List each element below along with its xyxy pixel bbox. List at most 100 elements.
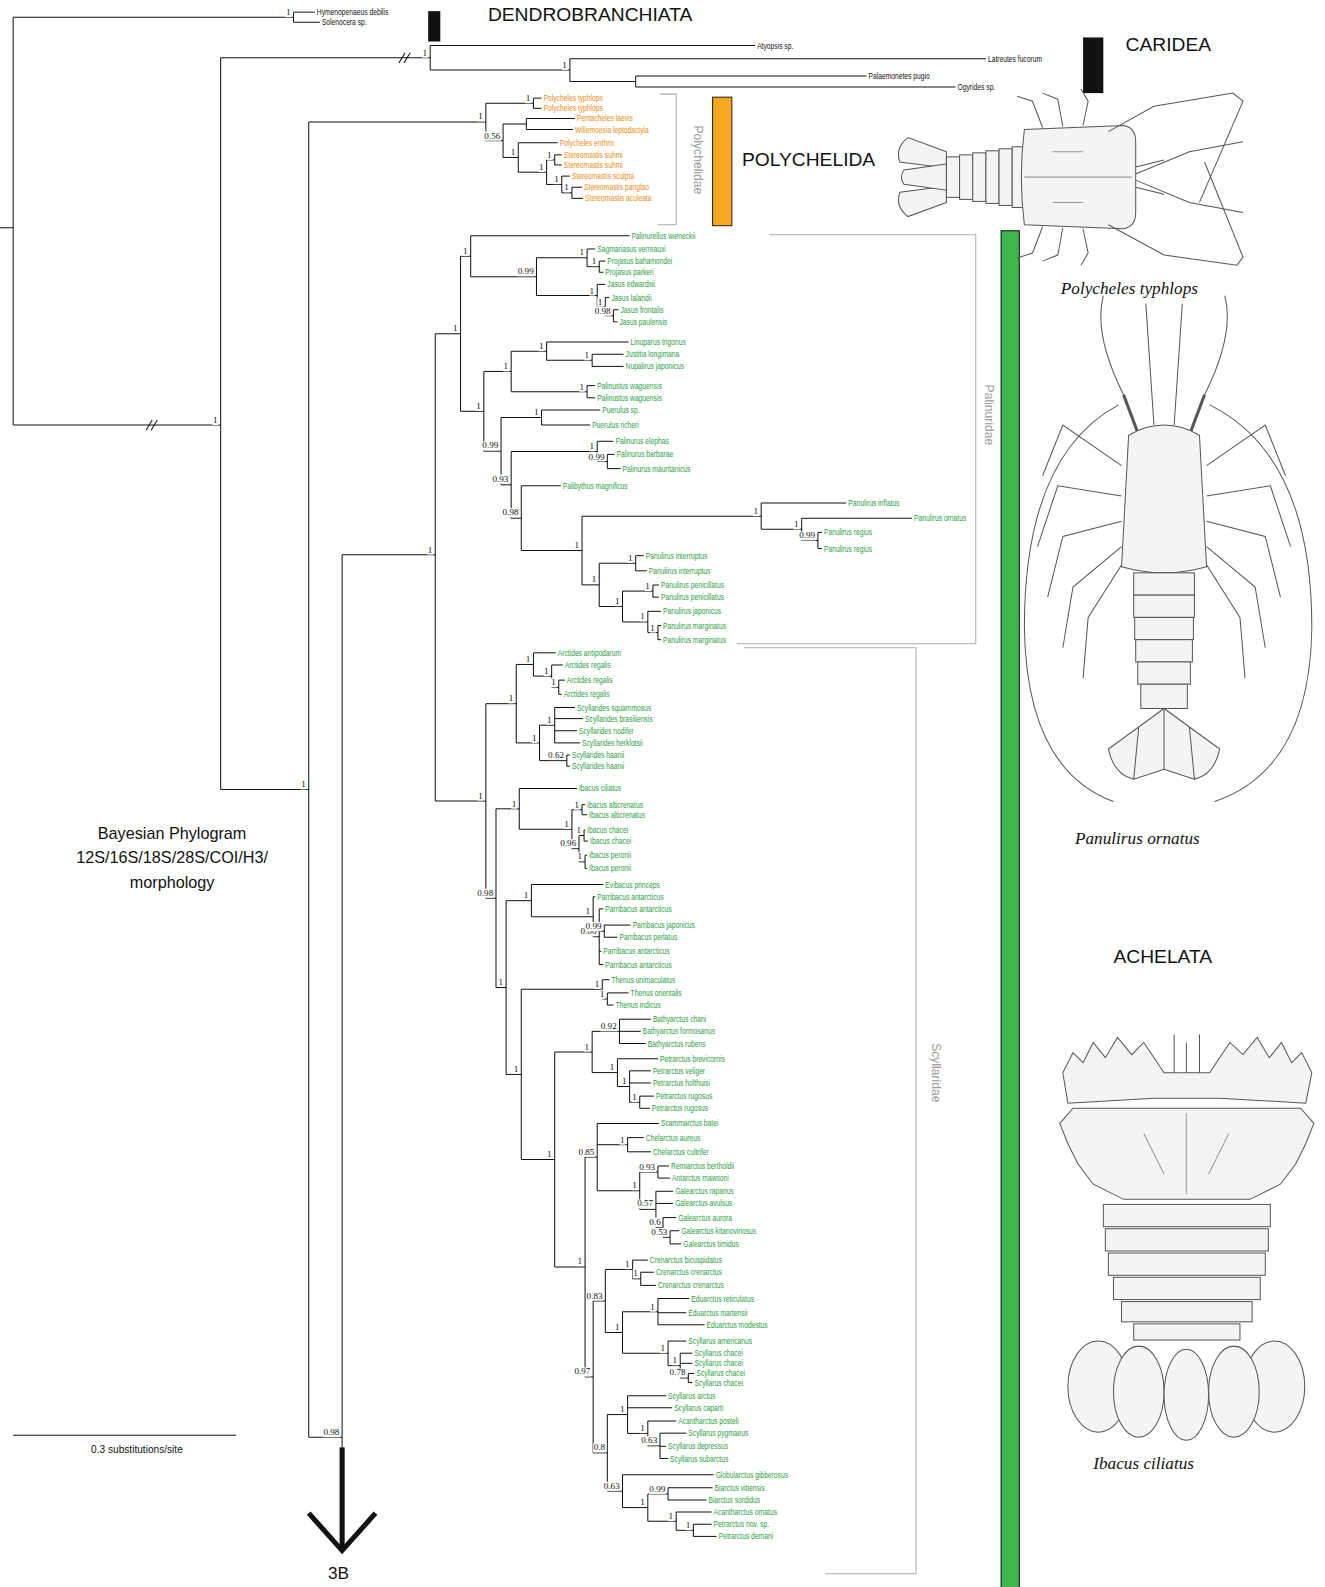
tree-branch: [506, 1074, 521, 1075]
tree-branch: [592, 1072, 617, 1073]
tree-branch: [693, 1536, 716, 1537]
tree-branch: [607, 1491, 622, 1492]
tree-branch: [593, 936, 599, 937]
taxon-label: Chelarctus cultrifer: [653, 1147, 709, 1156]
tree-branch: [571, 187, 572, 198]
tree-branch: [582, 814, 587, 815]
tree-branch: [555, 707, 575, 708]
taxon-label: Latreutes fucorum: [988, 54, 1042, 63]
tree-branch: [607, 993, 608, 1005]
support-value: 1: [563, 183, 570, 192]
tree-branch: [623, 1353, 669, 1354]
tree-branch: [597, 1123, 659, 1124]
tree-branch: [617, 1058, 657, 1059]
support-value: 1: [632, 1269, 639, 1278]
support-value: 1: [573, 800, 580, 809]
clade-name: POLYCHELIDA: [742, 150, 875, 169]
taxon-label: Chelarctus aureus: [646, 1133, 700, 1142]
tree-branch: [536, 258, 537, 296]
taxon-label: Acantharctus ornatus: [714, 1508, 777, 1517]
taxon-label: Ibacus peronii: [589, 864, 631, 873]
support-value: 1: [508, 694, 515, 703]
taxon-label: Scammarctus batei: [661, 1119, 718, 1128]
taxon-label: Nupalirus japonicus: [626, 362, 685, 371]
taxon-label: Parribacus japonicus: [633, 921, 695, 930]
tree-branch: [582, 804, 585, 805]
support-value: 0.6: [648, 1218, 661, 1227]
tree-branch: [597, 1190, 640, 1191]
tree-branch: [555, 1266, 585, 1267]
support-value: 1: [584, 351, 591, 360]
tree-branch: [647, 611, 648, 632]
taxon-label: Thenus indicus: [615, 1000, 660, 1009]
tree-branch: [657, 1166, 658, 1178]
taxon-label: Palinurellus wieneckii: [632, 231, 696, 240]
tree-branch: [599, 563, 635, 564]
support-value: 1: [685, 1521, 692, 1530]
taxon-label: Crenarctus crenarctus: [656, 1268, 722, 1277]
tree-branch: [526, 118, 527, 129]
antenna: [1136, 142, 1243, 213]
taxon-label: Scyllarus chacei: [694, 1359, 742, 1368]
taxon-label: Panulirus marginatus: [663, 635, 726, 644]
taxon-label: Parribacus antarcticus: [597, 892, 663, 901]
taxon-label: Arctides regalis: [567, 676, 613, 685]
clade-name: CARIDEA: [1126, 34, 1212, 53]
tree-branch: [511, 451, 597, 452]
tree-branch: [294, 22, 320, 23]
tree-branch: [506, 901, 507, 1075]
support-value: 0.93: [638, 1162, 656, 1171]
carapace-ridge: [1024, 152, 1131, 203]
tree-branch: [587, 266, 599, 267]
tree-branch: [531, 916, 593, 917]
taxon-label: Atyopsis sp.: [757, 41, 793, 50]
tree-branch: [663, 1217, 676, 1218]
tree-branch: [471, 276, 537, 277]
tree-branch: [496, 808, 519, 809]
abdomen-segment: [1134, 573, 1195, 595]
taxon-label: Panulirus ornatus: [914, 514, 966, 523]
tree-branch: [585, 1157, 597, 1158]
tree-branch: [582, 516, 583, 585]
tree-branch: [521, 1159, 554, 1160]
tree-branch: [569, 59, 570, 82]
tree-branch: [761, 529, 801, 530]
tree-branch: [555, 164, 562, 165]
support-value: 1: [621, 1077, 628, 1086]
tree-branch: [13, 17, 14, 425]
support-value: 1: [546, 1150, 553, 1159]
taxon-label: Ibacus alticrenatus: [589, 810, 645, 819]
tree-branch: [526, 118, 575, 119]
tree-branch: [648, 1493, 668, 1494]
support-value: 1: [300, 780, 307, 789]
tree-branch: [582, 584, 599, 585]
tree-branch: [597, 1144, 627, 1145]
tree-branch: [559, 680, 565, 681]
species-caption: Ibacus ciliatus: [1093, 1454, 1194, 1471]
tree-branch: [680, 1377, 688, 1378]
tree-branch: [628, 1433, 648, 1434]
tree-branch: [521, 989, 602, 990]
tree-branch: [536, 295, 597, 296]
tree-branch: [554, 707, 555, 742]
taxon-label: Scyllarus pygmaeus: [688, 1429, 748, 1438]
support-value: 1: [619, 1405, 626, 1414]
tree-branch: [430, 46, 431, 71]
tree-branch: [533, 108, 541, 109]
taxon-label: Biarctus sordidus: [709, 1495, 760, 1504]
abdomen-segment: [1108, 1253, 1265, 1275]
tree-branch: [619, 1031, 640, 1032]
taxon-label: Stereomastis aculeata: [585, 194, 651, 203]
tree-branch: [533, 98, 541, 99]
tree-branch: [555, 718, 583, 719]
tree-branch: [607, 1005, 613, 1006]
abdomen-segment: [1134, 1324, 1240, 1340]
taxon-label: Stereomastis suhmi: [564, 150, 623, 159]
tree-branch: [483, 371, 484, 451]
tree-branch: [484, 371, 511, 372]
taxon-label: Petrarctus rugosus: [656, 1092, 712, 1101]
tree-branch: [676, 1512, 677, 1530]
tree-branch: [613, 310, 614, 322]
tree-branch: [599, 563, 600, 606]
tree-branch: [519, 829, 572, 830]
